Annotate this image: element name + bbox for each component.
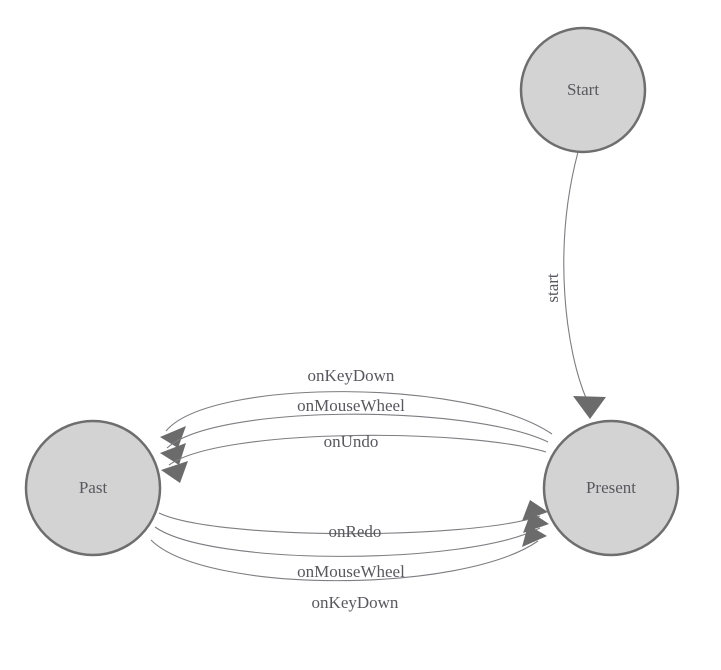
- arrowhead-start: [573, 396, 606, 419]
- node-past-circle[interactable]: [24, 419, 162, 557]
- arrowhead-onkeydown-down: [522, 525, 547, 547]
- edge-label-onredo: onRedo: [329, 522, 382, 541]
- edge-label-start: start: [543, 273, 562, 303]
- node-present-circle[interactable]: [542, 419, 680, 557]
- arrowhead-onredo: [522, 500, 548, 521]
- edge-label-onkeydown-up: onKeyDown: [308, 366, 395, 385]
- edge-path-start[interactable]: [563, 151, 587, 399]
- node-start-label: Start: [567, 80, 599, 99]
- node-start-circle[interactable]: [519, 26, 647, 154]
- node-past[interactable]: Past: [24, 419, 162, 557]
- edge-label-onkeydown-down: onKeyDown: [312, 593, 399, 612]
- node-present-label: Present: [586, 478, 636, 497]
- edge-path-onredo[interactable]: [158, 512, 541, 535]
- edge-group-start-to-present: [563, 151, 606, 419]
- arrowhead-onmousewheel-up: [160, 443, 186, 465]
- edge-path-onmousewheel-up[interactable]: [166, 413, 549, 449]
- edge-group-present-to-past: [160, 391, 553, 483]
- node-start[interactable]: Start: [519, 26, 647, 154]
- node-past-label: Past: [79, 478, 108, 497]
- edge-label-onmousewheel-down: onMouseWheel: [297, 562, 405, 581]
- edge-path-onkeydown-down[interactable]: [150, 539, 539, 582]
- arrowhead-onkeydown-up: [160, 426, 186, 448]
- edge-path-onundo[interactable]: [168, 434, 547, 466]
- edge-path-onkeydown-up[interactable]: [165, 391, 553, 435]
- edge-group-past-to-present: [150, 500, 549, 582]
- edge-label-onundo: onUndo: [324, 432, 379, 451]
- edge-label-onmousewheel-up: onMouseWheel: [297, 396, 405, 415]
- arrowhead-onundo: [161, 461, 188, 483]
- node-present[interactable]: Present: [542, 419, 680, 557]
- edge-path-onmousewheel-down[interactable]: [154, 526, 541, 557]
